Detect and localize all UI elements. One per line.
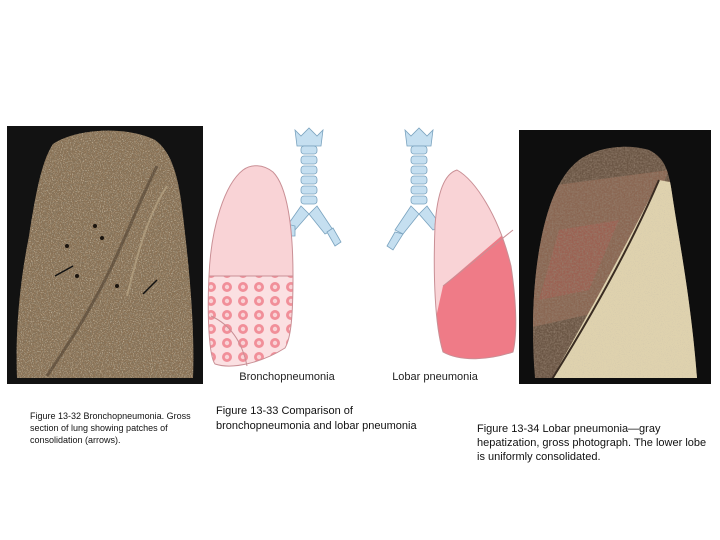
- figure-caption-13-33: Figure 13-33 Comparison of bronchopneumo…: [216, 404, 446, 434]
- caption-number: Figure 13-34: [477, 423, 540, 435]
- caption-text: Lobar pneumonia—gray hepatization, gross…: [477, 423, 707, 463]
- right-trachea: [386, 127, 444, 251]
- caption-number: Figure 13-32: [30, 411, 82, 421]
- left-trachea: [286, 127, 342, 247]
- bronchopneumonia-photo-art: [16, 130, 194, 378]
- figure-caption-13-34: Figure 13-34 Lobar pneumonia—gray hepati…: [477, 422, 713, 464]
- arrow-marker-1: [54, 265, 74, 277]
- caption-number: Figure 13-33: [216, 405, 279, 417]
- pneumonia-comparison-diagram: Bronchopneumonia Lobar pneumonia: [203, 126, 519, 384]
- pneumonia-comparison-art: Bronchopneumonia Lobar pneumonia: [207, 127, 517, 383]
- lobar-pneumonia-gross-photo: [519, 130, 711, 384]
- lobar-pneumonia-label: Lobar pneumonia: [392, 371, 479, 383]
- caption-text: Comparison of bronchopneumonia and lobar…: [216, 405, 417, 432]
- bronchopneumonia-label: Bronchopneumonia: [239, 371, 335, 383]
- lobar-pneumonia-photo-art: [533, 146, 697, 378]
- arrow-marker-2: [142, 279, 158, 295]
- caption-text: Bronchopneumonia. Gross section of lung …: [30, 411, 191, 445]
- figure-caption-13-32: Figure 13-32 Bronchopneumonia. Gross sec…: [30, 410, 200, 446]
- bronchopneumonia-gross-photo: [7, 126, 203, 384]
- right-lung: [434, 170, 516, 359]
- left-lung: [208, 165, 293, 367]
